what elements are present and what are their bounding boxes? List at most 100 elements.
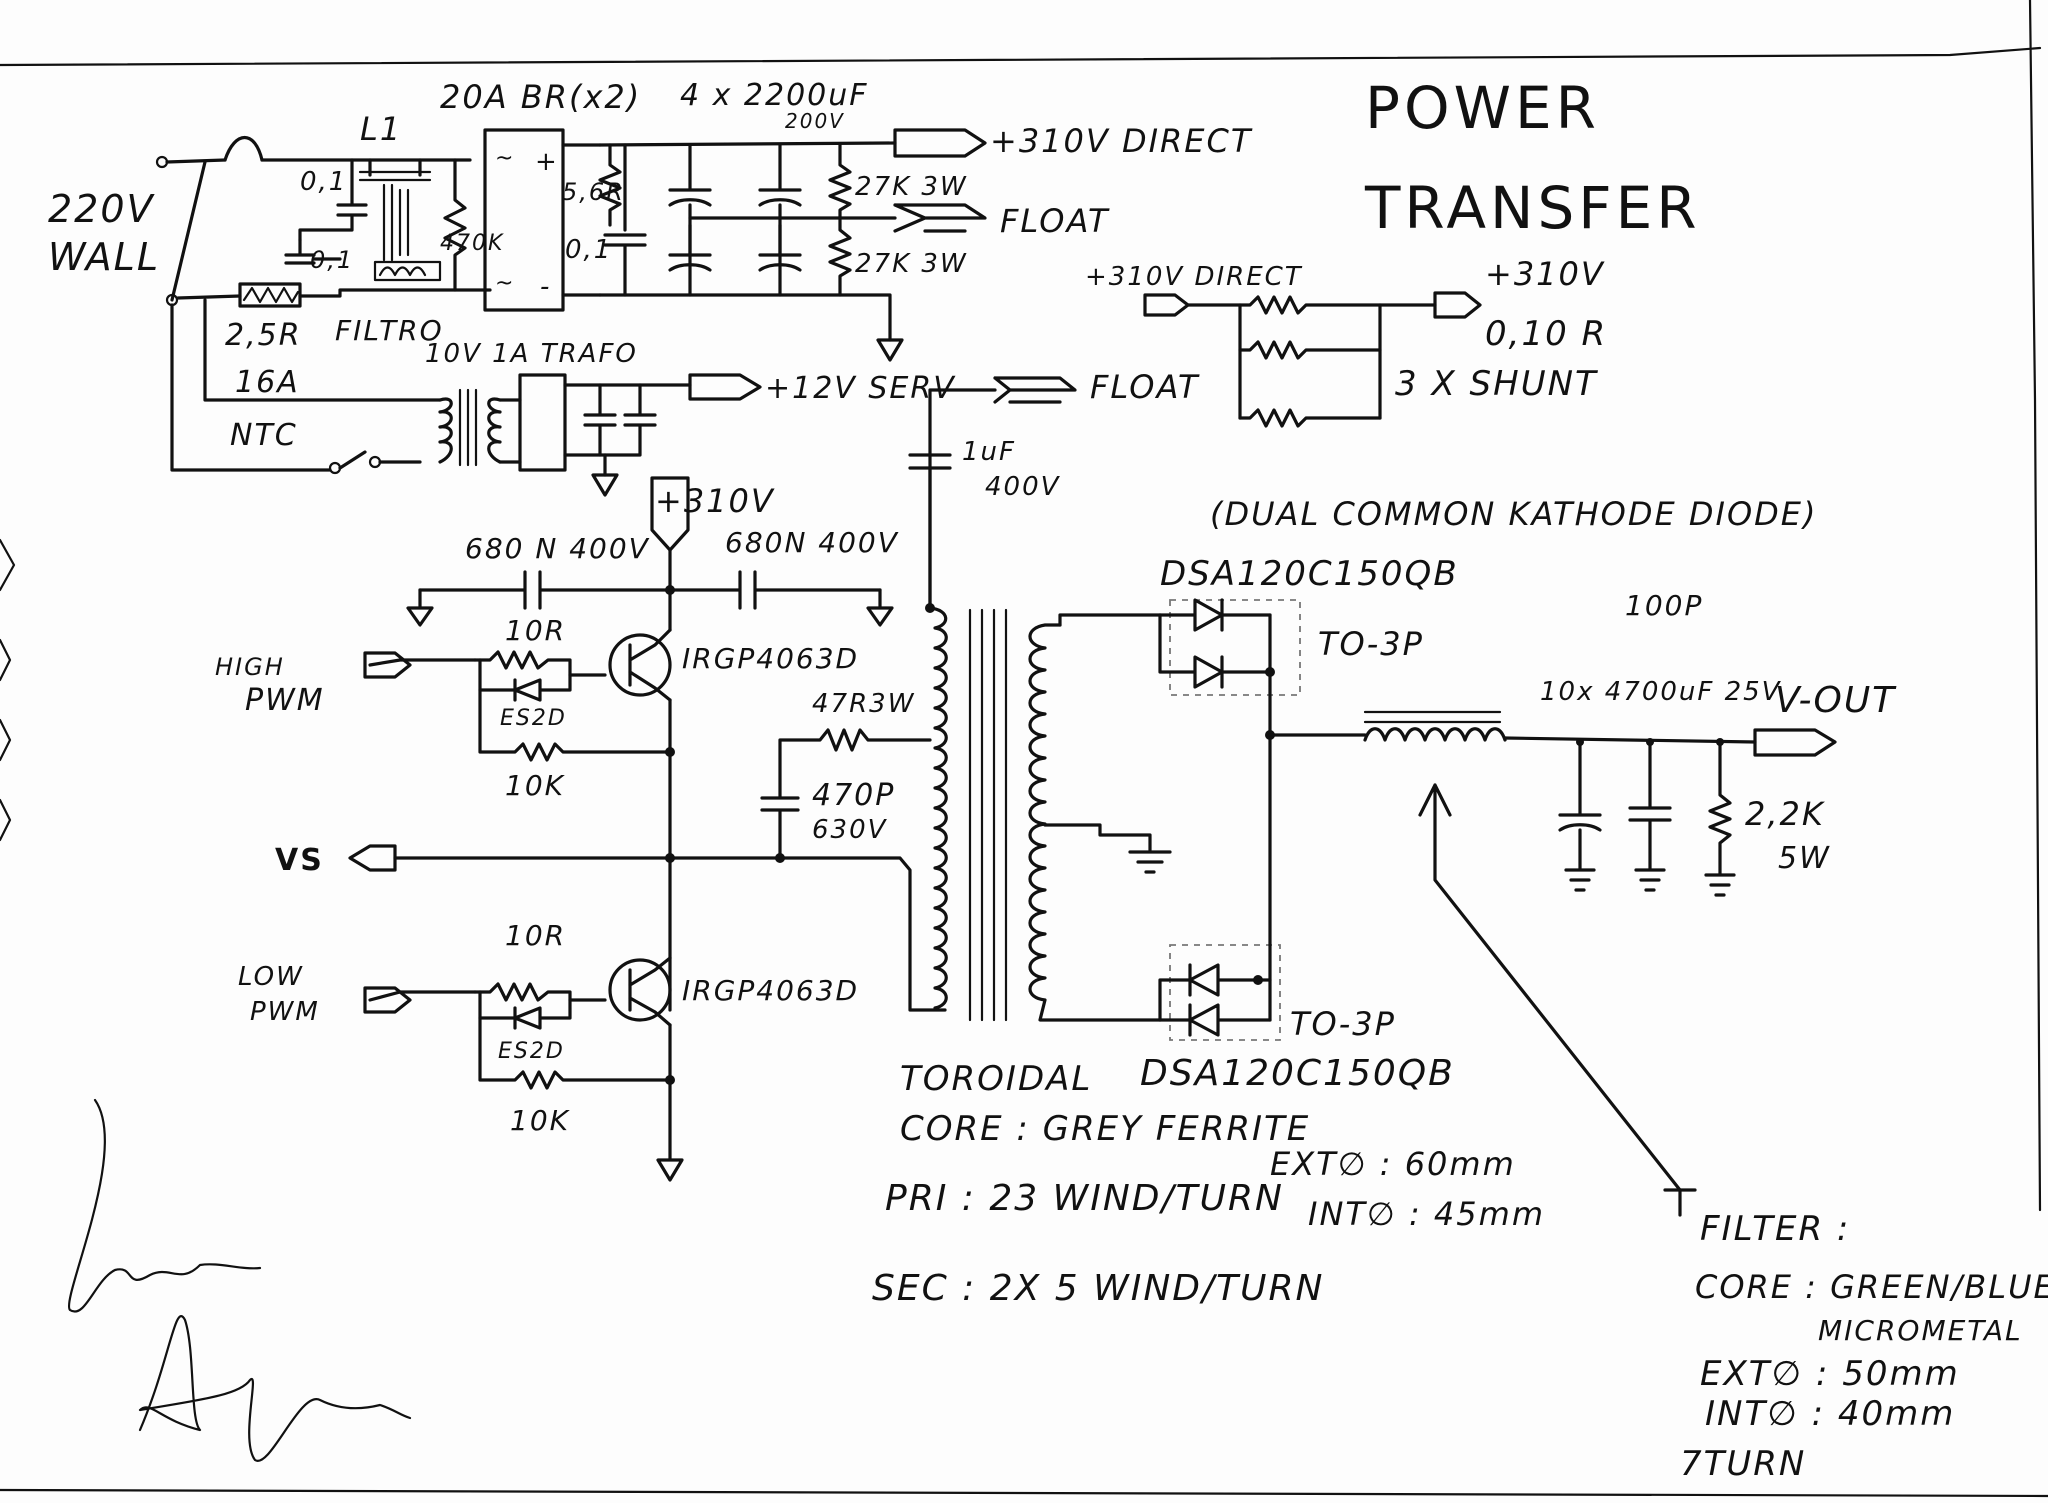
coupling-cap-label-1: 1uF xyxy=(962,437,1016,467)
low-gate-r-label: 10R xyxy=(505,919,566,952)
igbt-high-symbol xyxy=(608,633,672,697)
title-line-1: POWER xyxy=(1365,74,1600,142)
float-mid-label: FLOAT xyxy=(1090,368,1200,406)
bleeder-470k-symbol xyxy=(443,158,467,292)
bridge-pin-pos: + xyxy=(535,147,559,177)
diode-top-package: TO-3P xyxy=(1318,625,1424,663)
fuse-symbol xyxy=(223,135,264,162)
bulk-caps-voltage: 200V xyxy=(785,109,845,133)
cap-right-label: 680N 400V xyxy=(725,526,899,559)
bridge-label: 20A BR(x2) xyxy=(440,78,641,116)
bridge-rectifier: ~ + ~ - xyxy=(483,128,602,312)
diode-bottom-part: DSA120C150QB xyxy=(1140,1053,1455,1094)
snub-cap-label: 100P xyxy=(1625,589,1703,622)
output-rectifier xyxy=(1158,598,1367,1041)
inductor-label: L1 xyxy=(360,110,402,148)
mains-filter-section xyxy=(155,135,492,475)
arrow-310v-direct xyxy=(893,128,987,158)
high-pwm-label-1: HIGH xyxy=(215,653,285,681)
arrow-float-top xyxy=(893,203,987,233)
x-cap-2-symbol xyxy=(284,238,342,265)
bleeder-1-label: 27K 3W xyxy=(855,172,968,202)
xfmr-note-1: TOROIDAL xyxy=(900,1059,1092,1099)
filter-note-4: EXT∅ : 50mm xyxy=(1700,1354,1960,1394)
filter-note-1: FILTER : xyxy=(1700,1209,1850,1249)
filter-note-5: INT∅ : 40mm xyxy=(1705,1394,1955,1434)
xfmr-note-6: SEC : 2X 5 WIND/TURN xyxy=(872,1268,1324,1309)
rectifier-note: (DUAL COMMON KATHODE DIODE) xyxy=(1210,495,1817,533)
low-igbt-label: IRGP4063D xyxy=(682,974,859,1007)
labels: POWER TRANSFER 220V WALL L1 0,1 0,1 470K… xyxy=(48,74,2048,1484)
vs-label: VS xyxy=(275,843,324,878)
arrow-float-mid xyxy=(993,376,1077,404)
diode-top-part: DSA120C150QB xyxy=(1160,554,1459,594)
high-pulldown-label: 10K xyxy=(505,769,566,802)
out-direct-label: +310V DIRECT xyxy=(990,122,1253,160)
ntc-label: NTC xyxy=(230,418,298,453)
rail-label: +310V xyxy=(655,482,775,520)
bulk-r1-label: 5,6R xyxy=(562,178,625,206)
bleeder-2-label: 27K 3W xyxy=(855,249,968,279)
input-label-1: 220V xyxy=(48,187,156,231)
ntc-rating-label: 16A xyxy=(235,365,300,400)
low-diode-label: ES2D xyxy=(498,1039,565,1064)
split-caps xyxy=(418,570,882,610)
shunt-section xyxy=(1143,291,1482,428)
snubber-r-label: 47R3W xyxy=(812,689,915,719)
main-transformer xyxy=(928,606,1172,1022)
bridge-pin-neg: - xyxy=(540,272,551,302)
diode-bottom-package: TO-3P xyxy=(1290,1005,1396,1043)
vout-label: V-OUT xyxy=(1775,680,1897,721)
snubber-c-label-2: 630V xyxy=(812,815,888,845)
load-r-label-1: 2,2K xyxy=(1745,795,1826,833)
arrow-high-pwm xyxy=(363,651,412,679)
arrow-low-pwm xyxy=(363,986,412,1014)
ground-arrow-bulk xyxy=(876,338,904,362)
aux-trafo-label: 10V 1A TRAFO xyxy=(425,339,638,369)
filter-word: FILTRO xyxy=(335,314,444,347)
switch-lead xyxy=(170,303,332,472)
load-r-label-2: 5W xyxy=(1778,841,1831,876)
x-cap-1-label: 0,1 xyxy=(300,167,347,197)
filter-note-6: 7TURN xyxy=(1680,1444,1806,1484)
high-gate-r-label: 10R xyxy=(505,614,566,647)
xfmr-note-4: INT∅ : 45mm xyxy=(1308,1195,1545,1233)
low-pulldown-label: 10K xyxy=(510,1104,571,1137)
low-pwm-label-2: PWM xyxy=(250,997,320,1027)
arrow-vs xyxy=(348,844,397,872)
bridge-pin-ac1: ~ xyxy=(495,146,515,171)
xfmr-note-3: EXT∅ : 60mm xyxy=(1270,1145,1516,1183)
coupling-cap-label-2: 400V xyxy=(985,472,1061,502)
filter-note-3: MICROMETAL xyxy=(1818,1314,2023,1347)
high-igbt-label: IRGP4063D xyxy=(682,642,859,675)
bleeder-label: 470K xyxy=(440,231,504,256)
arrow-310v-rail xyxy=(650,476,690,552)
shunt-in-label: +310V DIRECT xyxy=(1085,262,1303,292)
half-bridge-section xyxy=(348,376,1077,1182)
arrow-12v-serv xyxy=(688,373,762,401)
inrush-resistor-label: 2,5R xyxy=(225,318,302,353)
xfmr-note-5: PRI : 23 WIND/TURN xyxy=(885,1178,1284,1219)
shunt-out-label: +310V xyxy=(1485,255,1605,293)
arrow-shunt-out xyxy=(1433,291,1482,319)
bulk-capacitor-section xyxy=(598,128,987,362)
bulk-cap-2-symbol xyxy=(758,143,802,297)
title-line-2: TRANSFER xyxy=(1364,174,1701,242)
x-cap-2-label: 0,1 xyxy=(310,246,354,274)
bleeder-27k-symbol xyxy=(828,143,852,297)
bulk-c1-label: 0,1 xyxy=(565,235,612,265)
filter-note-2: CORE : GREEN/BLUE xyxy=(1695,1268,2048,1306)
high-diode-label: ES2D xyxy=(500,706,567,731)
out-float-label: FLOAT xyxy=(1000,202,1110,240)
snubber-c-label-1: 470P xyxy=(812,778,895,813)
x-cap-1-symbol xyxy=(298,158,368,242)
shunt-value-label: 0,10 R xyxy=(1485,314,1607,354)
output-caps-label: 10x 4700uF 25V xyxy=(1540,677,1782,707)
arrow-shunt-in xyxy=(1143,293,1190,317)
cap-left-label: 680 N 400V xyxy=(465,532,650,565)
bridge-pin-ac2: ~ xyxy=(495,271,515,296)
output-filter xyxy=(1363,710,1837,1217)
aux-transformer xyxy=(438,373,762,497)
